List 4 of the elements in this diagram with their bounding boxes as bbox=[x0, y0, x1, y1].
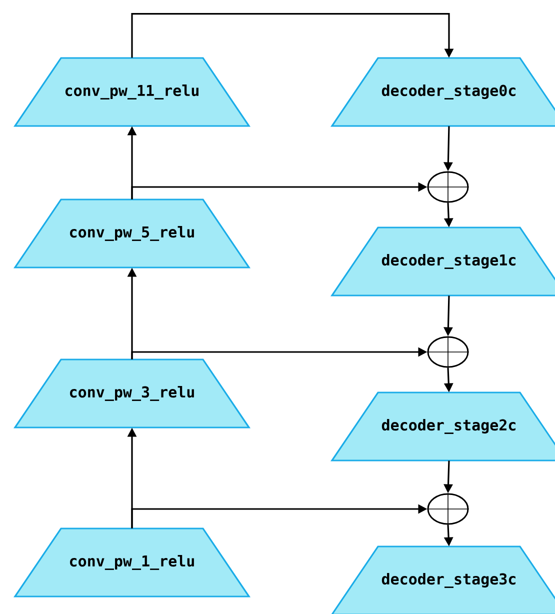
sum-circle bbox=[426, 336, 470, 368]
sum-circle bbox=[426, 492, 470, 526]
sum-circle bbox=[426, 170, 470, 204]
arrow bbox=[131, 13, 454, 58]
